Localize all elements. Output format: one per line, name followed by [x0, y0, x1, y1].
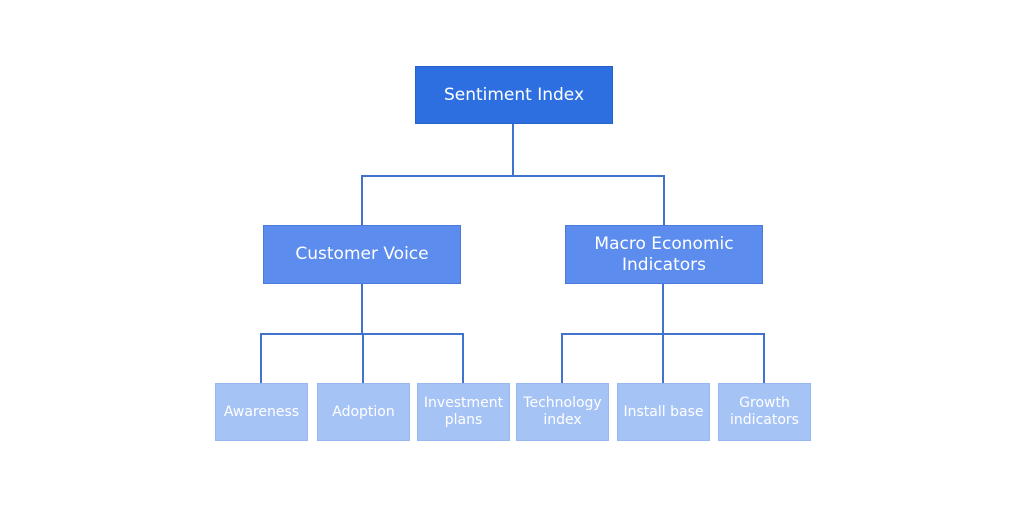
connector-drop-adoption: [362, 334, 364, 383]
connector-drop-install-base: [662, 334, 664, 383]
node-customer-voice: Customer Voice: [263, 225, 461, 284]
node-growth-indicators: Growth indicators: [718, 383, 811, 441]
connector-drop-macro-economic: [663, 176, 665, 225]
connector-drop-technology-index: [561, 334, 563, 383]
node-technology-index: Technology index: [516, 383, 609, 441]
node-sentiment-index: Sentiment Index: [415, 66, 613, 124]
connector-drop-investment-plans: [462, 334, 464, 383]
connector-customer-voice-stem: [361, 284, 363, 334]
node-adoption: Adoption: [317, 383, 410, 441]
connector-root-stem: [512, 124, 514, 176]
node-investment-plans: Investment plans: [417, 383, 510, 441]
connector-drop-growth-indicators: [763, 334, 765, 383]
node-awareness: Awareness: [215, 383, 308, 441]
node-macro-economic-indicators: Macro Economic Indicators: [565, 225, 763, 284]
connector-level2-rail: [361, 175, 665, 177]
connector-macro-economic-stem: [662, 284, 664, 334]
connector-drop-awareness: [260, 334, 262, 383]
node-install-base: Install base: [617, 383, 710, 441]
connector-drop-customer-voice: [361, 176, 363, 225]
